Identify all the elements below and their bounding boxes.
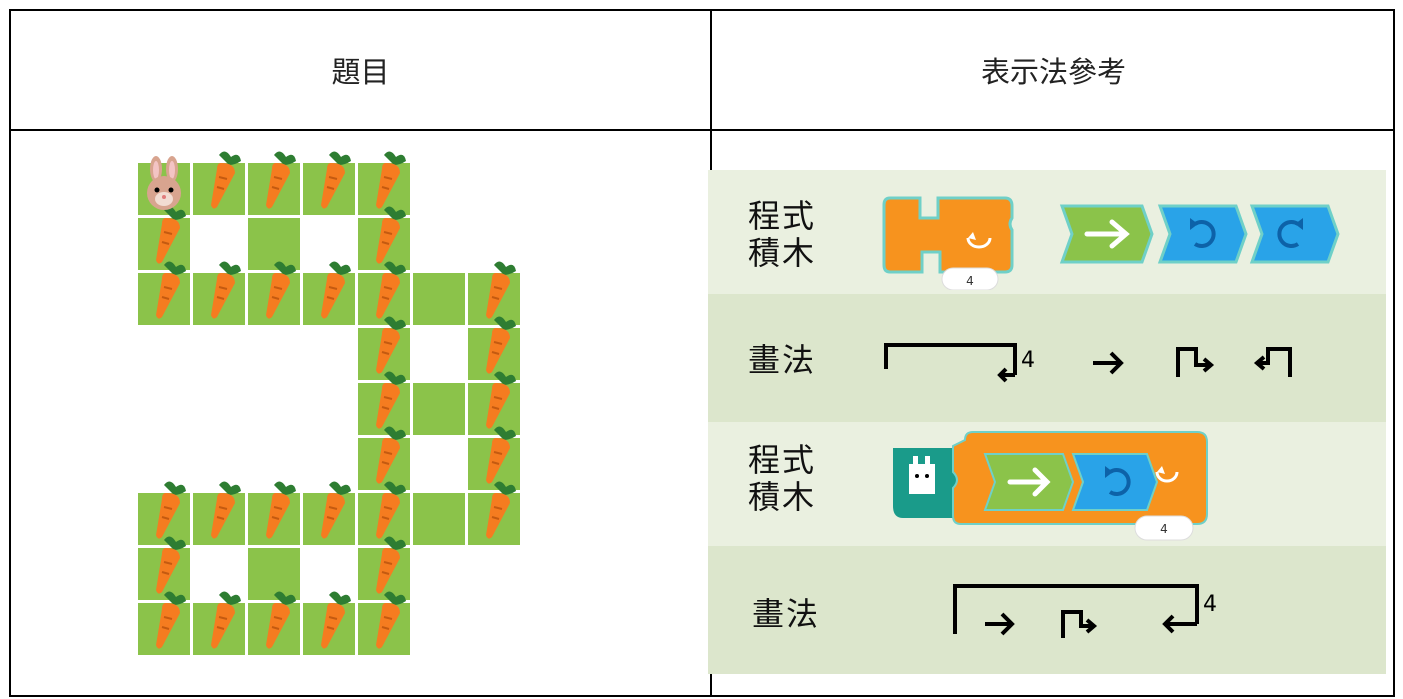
repeat-bracket-icon (884, 343, 1017, 383)
grass-tile (413, 383, 465, 435)
carrot-icon (321, 481, 351, 539)
grass-tile (248, 218, 300, 270)
arrow-right-icon (985, 612, 1015, 636)
grass-tile (248, 548, 300, 600)
carrot-icon (376, 206, 406, 264)
carrot-icon (376, 426, 406, 484)
turn-right-block (1157, 204, 1248, 264)
turn-left-block (1249, 204, 1340, 264)
carrot-icon (266, 591, 296, 649)
carrot-icon (156, 591, 186, 649)
carrot-icon (376, 316, 406, 374)
blocks-legend-2: 4 (893, 431, 1208, 541)
carrot-icon (486, 426, 516, 484)
blocks-label-2: 程式積木 (748, 441, 817, 516)
header-problem: 題目 (331, 55, 390, 89)
carrot-icon (211, 261, 241, 319)
grass-tile (413, 493, 465, 545)
carrot-icon (266, 151, 296, 209)
drawing-legend-1: 4 (884, 343, 1292, 383)
carrot-icon (321, 591, 351, 649)
carrot-icon (486, 316, 516, 374)
carrot-icon (211, 591, 241, 649)
carrot-icon (486, 371, 516, 429)
carrot-icon (376, 536, 406, 594)
repeat-block: 4 (882, 196, 1014, 290)
row-drawing-1 (708, 294, 1386, 422)
carrot-icon (266, 481, 296, 539)
carrot-icon (376, 481, 406, 539)
drawing-legend-2: 4 (953, 584, 1217, 638)
carrot-icon (376, 371, 406, 429)
carrot-icon (376, 151, 406, 209)
repeat-wrapper-block: 4 (952, 431, 1208, 541)
carrot-icon (321, 261, 351, 319)
rabbit-icon (147, 156, 181, 210)
arrow-right-icon (1093, 351, 1124, 375)
carrot-icon (156, 261, 186, 319)
carrot-icon (486, 261, 516, 319)
turn-right-icon (1061, 610, 1098, 638)
turn-right-icon (1176, 347, 1215, 377)
carrot-icon (211, 481, 241, 539)
repeat-bracket-icon (953, 584, 1199, 634)
turn-left-icon (1253, 347, 1292, 377)
blocks-label-1: 程式積木 (748, 197, 817, 272)
reference-table: 題目 表示法參考 (9, 9, 1395, 697)
start-block (893, 448, 965, 518)
drawing-label-1: 畫法 (748, 341, 817, 379)
header-divider (11, 129, 1393, 131)
carrot-icon (321, 151, 351, 209)
carrot-icon (376, 591, 406, 649)
blocks-legend-1: 4 (882, 196, 1340, 290)
repeat-count-2: 4 (1160, 522, 1168, 536)
carrot-icon (156, 206, 186, 264)
carrot-icon (486, 481, 516, 539)
carrot-icon (211, 151, 241, 209)
repeat-number-2: 4 (1203, 592, 1217, 617)
carrot-icon (156, 536, 186, 594)
forward-block (1059, 204, 1154, 264)
drawing-label-2: 畫法 (752, 595, 821, 633)
carrot-icon (376, 261, 406, 319)
repeat-number: 4 (1021, 348, 1035, 373)
grass-tile (413, 273, 465, 325)
header-notation: 表示法參考 (980, 55, 1126, 89)
row-drawing-2 (708, 546, 1386, 674)
repeat-count: 4 (966, 274, 974, 288)
carrot-icon (156, 481, 186, 539)
carrot-icon (266, 261, 296, 319)
